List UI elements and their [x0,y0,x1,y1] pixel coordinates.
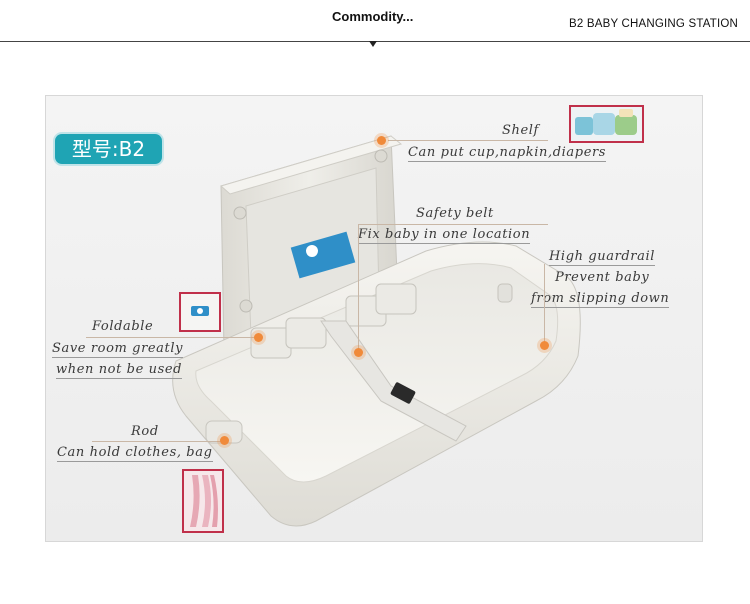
page-header: Commodity... B2 BABY CHANGING STATION [0,0,750,48]
rail-marker [540,341,549,350]
fold-label: Foldable [92,319,153,334]
shelf-marker [377,136,386,145]
rod-title: Rod [131,424,159,439]
diapers-icon [571,107,642,141]
fold-desc1-wrap: Save room greatly [52,341,184,358]
rod-leader [92,441,226,442]
changing-station-illustration [172,135,581,527]
belt-label: Safety belt [416,206,494,221]
rod-desc: Can hold clothes, bag [57,445,213,462]
shelf-desc-wrap: Can put cup,napkin,diapers [408,145,607,162]
shelf-label: Shelf [502,123,539,138]
scarf-icon [184,471,222,531]
belt-title: Safety belt [416,206,494,221]
header-title[interactable]: Commodity... [332,9,414,24]
fold-desc1: Save room greatly [52,341,184,358]
belt-marker [354,348,363,357]
shelf-desc: Can put cup,napkin,diapers [408,145,607,162]
caret-down-icon [369,41,377,47]
rail-leader-v [544,264,545,344]
rail-desc2: from slipping down [531,291,670,308]
belt-desc-wrap: Fix baby in one location [358,227,531,244]
rod-thumbnail [182,469,224,533]
rail-title: High guardrail [549,249,655,266]
belt-leader [358,224,548,225]
fold-marker [254,333,263,342]
fold-leader [86,337,258,338]
fold-desc2: when not be used [56,362,183,379]
rod-label: Rod [131,424,159,439]
rod-desc-wrap: Can hold clothes, bag [57,445,213,462]
rail-label: High guardrail [549,249,655,266]
belt-desc: Fix baby in one location [358,227,531,244]
rail-desc2-wrap: from slipping down [531,291,670,308]
belt-leader-v [358,224,359,352]
rod-marker [220,436,229,445]
rail-desc1: Prevent baby [555,270,650,285]
wall-mount-icon [181,294,219,330]
product-name: B2 BABY CHANGING STATION [568,18,738,30]
rail-desc1-wrap: Prevent baby [555,270,649,285]
fold-title: Foldable [92,319,154,334]
diapers-thumbnail [569,105,644,143]
product-photo: 型号:B2 Shelf Can put cup,napkin,diapers S… [45,95,703,542]
fold-desc2-wrap: when not be used [56,362,183,379]
shelf-leader [388,140,548,141]
wall-mount-thumbnail [179,292,221,332]
model-badge: 型号:B2 [55,134,162,164]
shelf-title: Shelf [502,123,539,138]
